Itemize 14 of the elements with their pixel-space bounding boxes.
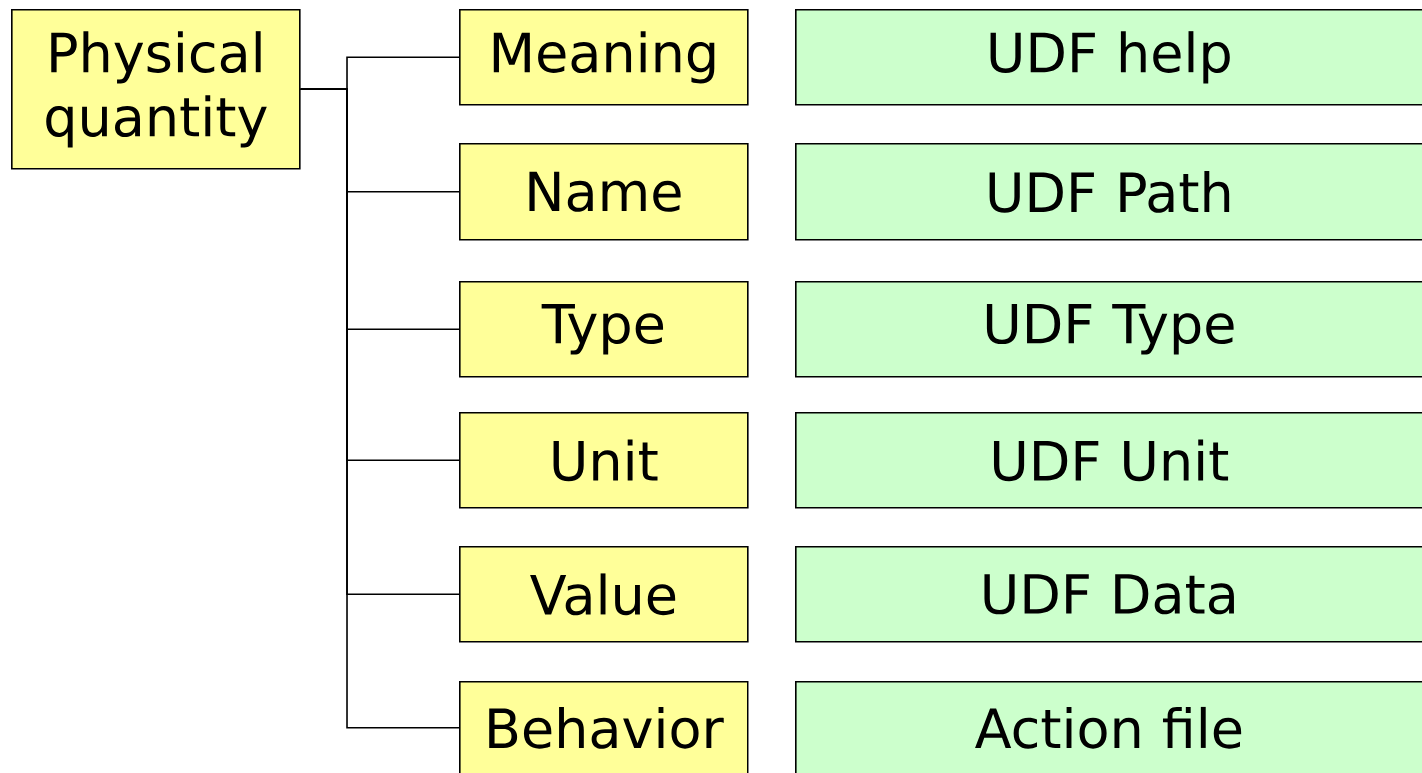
attribute-box: Value <box>459 546 749 643</box>
attribute-box: Unit <box>459 412 749 509</box>
mapping-box: UDF Data <box>795 546 1422 643</box>
attribute-box: Meaning <box>459 9 749 106</box>
attribute-box: Behavior <box>459 681 749 773</box>
mapping-box: UDF Type <box>795 281 1422 378</box>
attribute-box: Type <box>459 281 749 378</box>
attribute-box: Name <box>459 143 749 241</box>
mapping-box: UDF help <box>795 9 1422 106</box>
mapping-box: Action file <box>795 681 1422 773</box>
category-box: Physical quantity <box>11 9 301 170</box>
mapping-box: UDF Path <box>795 143 1422 241</box>
connector-line <box>299 88 460 729</box>
mapping-box: UDF Unit <box>795 412 1422 509</box>
